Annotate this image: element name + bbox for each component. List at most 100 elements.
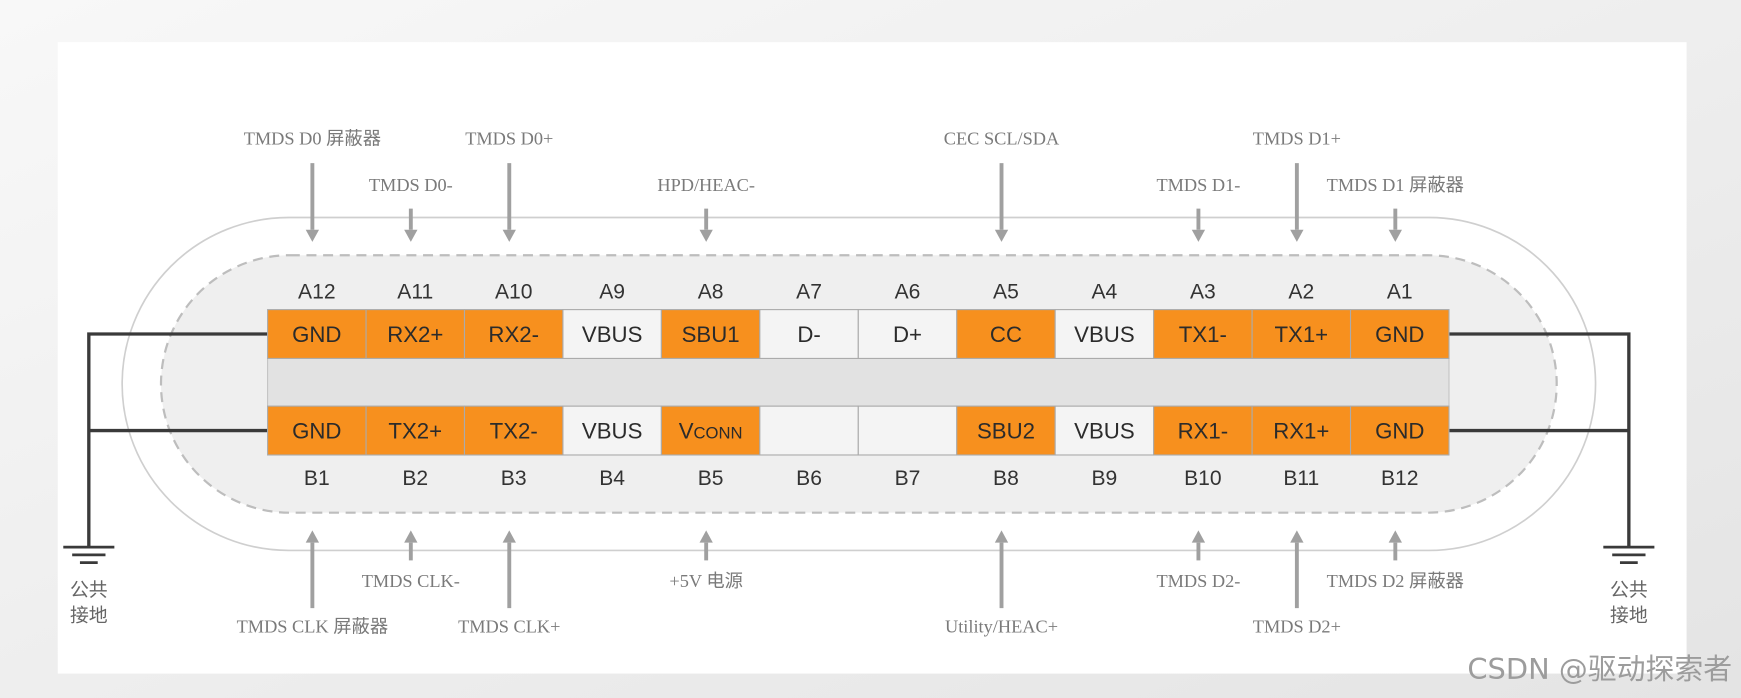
pin-signal-label: VBUS bbox=[1074, 322, 1134, 347]
pin-b11: RX1+B11 bbox=[1251, 405, 1352, 490]
pin-number-label: A8 bbox=[698, 281, 724, 304]
annotation-b11: TMDS D2+ bbox=[1253, 530, 1341, 637]
arrowhead-icon bbox=[305, 530, 320, 543]
pin-signal-label: VBUS bbox=[582, 322, 642, 347]
pin-number-label: A4 bbox=[1092, 281, 1118, 304]
pin-number-label: B4 bbox=[599, 467, 625, 490]
pin-number-label: B5 bbox=[698, 467, 724, 490]
pin-cell bbox=[562, 405, 662, 456]
pin-a11: RX2+ A11 bbox=[365, 281, 466, 359]
arrowhead-icon bbox=[994, 229, 1009, 242]
pin-signal-label: TX1+ bbox=[1274, 322, 1328, 347]
pin-cell bbox=[660, 309, 761, 359]
annotation-b3: TMDS CLK+ bbox=[458, 530, 560, 637]
pin-cell bbox=[759, 405, 859, 456]
annotation-label: TMDS CLK 屏蔽器 bbox=[237, 617, 389, 637]
pin-signal-label: D- bbox=[797, 322, 820, 347]
pin-number-label: A9 bbox=[599, 281, 625, 304]
ground-label-line: 公共 bbox=[1610, 579, 1648, 601]
annotation-label: TMDS D2- bbox=[1156, 571, 1240, 591]
pin-b2: TX2+B2 bbox=[365, 405, 466, 490]
pin-b6: B6 bbox=[759, 405, 859, 490]
annotation-a12: TMDS D0 屏蔽器 bbox=[244, 128, 381, 242]
pin-signal-label: SBU2 bbox=[977, 418, 1035, 443]
pin-number-label: A1 bbox=[1387, 281, 1413, 304]
pin-number-label: A11 bbox=[397, 281, 433, 304]
annotation-label: TMDS D0+ bbox=[465, 128, 553, 148]
annotation-a1: TMDS D1 屏蔽器 bbox=[1327, 175, 1464, 242]
annotation-label: TMDS CLK- bbox=[362, 571, 460, 591]
pin-number-label: B3 bbox=[501, 467, 527, 490]
arrowhead-icon bbox=[404, 229, 418, 242]
pin-signal-label: TX2- bbox=[490, 418, 538, 443]
pin-number-label: B9 bbox=[1092, 467, 1118, 490]
annotation-b1: TMDS CLK 屏蔽器 bbox=[237, 530, 389, 637]
pin-a3: TX1-A3 bbox=[1153, 281, 1253, 359]
pin-b10: RX1-B10 bbox=[1153, 405, 1253, 490]
arrowhead-icon bbox=[502, 530, 516, 543]
annotation-a3: TMDS D1- bbox=[1156, 175, 1240, 242]
pin-signal-label: TX2+ bbox=[388, 418, 442, 443]
annotation-b12: TMDS D2 屏蔽器 bbox=[1327, 530, 1464, 591]
pin-a4: VBUS A4 bbox=[1054, 281, 1155, 359]
annotation-label: TMDS CLK+ bbox=[458, 617, 560, 637]
pin-cell bbox=[267, 309, 367, 359]
annotation-label: TMDS D1- bbox=[1156, 175, 1240, 195]
pin-number-label: B8 bbox=[993, 467, 1019, 490]
ground-label-line: 公共 bbox=[70, 579, 108, 601]
pin-signal-label: GND bbox=[292, 418, 341, 443]
signal-annotations: TMDS D0 屏蔽器 TMDS D0- TMDS D0+ HPD/HEAC- CEC … bbox=[237, 128, 1464, 636]
arrowhead-icon bbox=[994, 530, 1009, 543]
pin-signal-label: RX2+ bbox=[387, 322, 443, 347]
pin-cell bbox=[1054, 309, 1155, 359]
arrowhead-icon bbox=[305, 229, 320, 242]
pin-number-label: A2 bbox=[1288, 281, 1314, 304]
ground-right: 公共 接地 bbox=[1448, 332, 1655, 626]
pin-a6: D+ A6 bbox=[857, 281, 958, 359]
annotation-label: TMDS D2 屏蔽器 bbox=[1327, 571, 1464, 591]
annotation-label: CEC SCL/SDA bbox=[944, 128, 1060, 148]
arrowhead-icon bbox=[1191, 229, 1206, 242]
annotation-b2: TMDS CLK- bbox=[362, 530, 460, 591]
annotation-b10: TMDS D2- bbox=[1156, 530, 1240, 591]
pin-cell bbox=[463, 309, 564, 359]
pin-signal-label: CC bbox=[990, 322, 1022, 347]
pin-cell bbox=[1251, 405, 1352, 456]
pin-a10: RX2-A10 bbox=[463, 281, 564, 359]
pin-signal-label: RX1- bbox=[1178, 418, 1229, 443]
pin-cell bbox=[857, 309, 958, 359]
pin-signal-label: VCONN bbox=[679, 418, 743, 443]
pin-signal-label: VBUS bbox=[1074, 418, 1134, 443]
pin-a2: TX1+ A2 bbox=[1251, 281, 1352, 359]
pin-cell bbox=[562, 309, 662, 359]
annotation-label: TMDS D2+ bbox=[1253, 617, 1341, 637]
pin-cell bbox=[660, 405, 761, 456]
pin-number-label: B7 bbox=[895, 467, 921, 490]
annotation-label: TMDS D0 屏蔽器 bbox=[244, 128, 381, 148]
pin-a8: SBU1 A8 bbox=[660, 281, 761, 359]
pin-signal-label: D+ bbox=[893, 322, 922, 347]
pin-signal-label: RX1+ bbox=[1273, 418, 1329, 443]
ground-wire-top-right bbox=[1448, 332, 1631, 546]
annotation-a11: TMDS D0- bbox=[369, 175, 453, 242]
pin-number-label: B1 bbox=[304, 467, 330, 490]
pin-signal-label: SBU1 bbox=[682, 322, 740, 347]
pin-cell bbox=[1153, 309, 1253, 359]
arrowhead-icon bbox=[1388, 530, 1402, 543]
annotation-label: HPD/HEAC- bbox=[657, 175, 755, 195]
pin-number-label: A6 bbox=[895, 281, 921, 304]
pin-cell bbox=[1349, 405, 1450, 456]
arrowhead-icon bbox=[699, 229, 713, 242]
pin-signal-label: GND bbox=[1375, 418, 1424, 443]
annotation-label: Utility/HEAC+ bbox=[945, 617, 1058, 637]
annotation-a2: TMDS D1+ bbox=[1253, 128, 1341, 242]
annotation-a5: CEC SCL/SDA bbox=[944, 128, 1060, 242]
annotation-label: TMDS D1+ bbox=[1253, 128, 1341, 148]
annotation-label: TMDS D0- bbox=[369, 175, 453, 195]
pin-signal-label: GND bbox=[292, 322, 341, 347]
arrowhead-icon bbox=[404, 530, 418, 543]
